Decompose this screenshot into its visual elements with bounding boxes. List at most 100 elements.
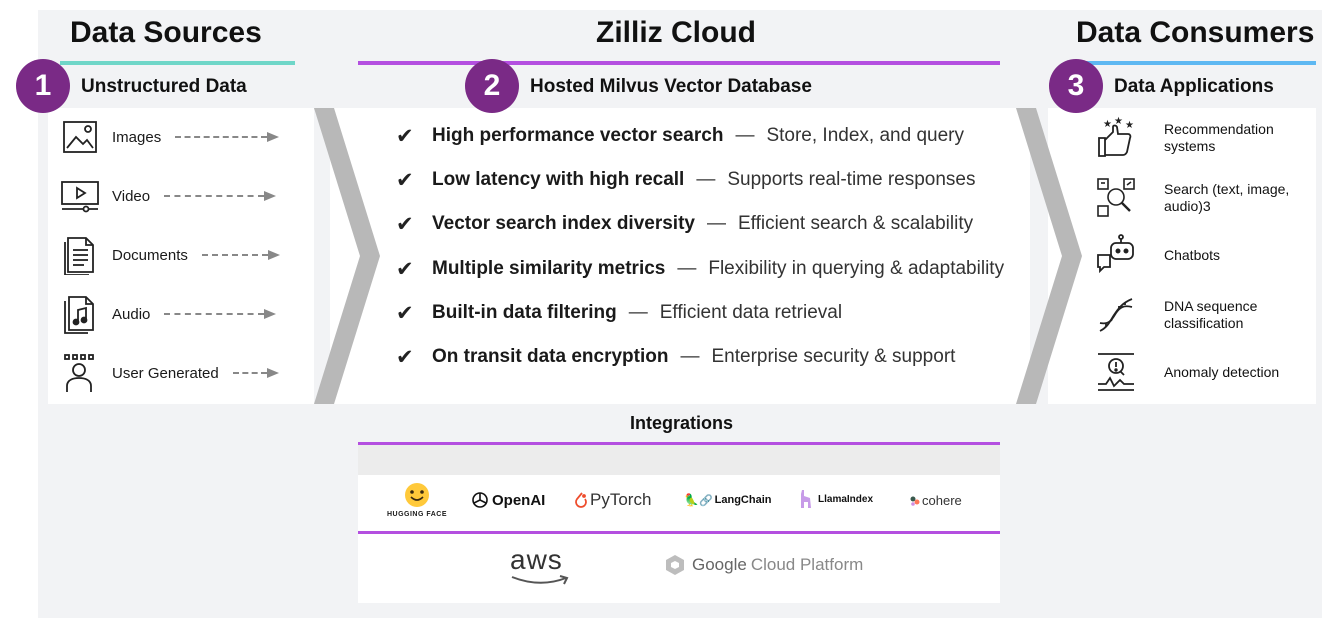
applications-panel: [1048, 108, 1316, 404]
aws-text: aws: [510, 544, 563, 575]
video-icon: [60, 176, 100, 216]
app-anomaly: Anomaly detection: [1094, 350, 1314, 394]
em-dash: —: [696, 169, 716, 190]
source-label: Audio: [112, 305, 151, 323]
header-rule-sources: [60, 61, 295, 65]
source-video: Video: [60, 176, 277, 216]
integrations-rule-middle: [358, 531, 1000, 534]
integrations-logo-row-1: [358, 475, 1000, 531]
huggingface-logo: HUGGING FACE: [386, 482, 448, 518]
app-recommendation: ★ ★ ★ Recommendation systems: [1094, 116, 1314, 160]
em-dash: —: [680, 346, 700, 367]
anomaly-icon: [1094, 350, 1138, 394]
dashed-arrow: [164, 309, 277, 319]
features-panel: [330, 108, 1030, 404]
huggingface-text: HUGGING FACE: [386, 511, 448, 518]
source-documents: Documents: [60, 235, 280, 275]
openai-icon: [472, 492, 488, 508]
chevron-arrow-left: [314, 108, 380, 404]
feature-item: ✔ Low latency with high recall — Support…: [396, 166, 976, 194]
feature-desc: Efficient search & scalability: [737, 213, 974, 234]
checkmark-icon: ✔: [396, 168, 414, 192]
feature-item: ✔ Multiple similarity metrics — Flexibil…: [396, 255, 1004, 283]
header-data-consumers: Data Consumers: [1076, 16, 1315, 49]
audio-file-icon: [60, 294, 100, 334]
cohere-text: cohere: [922, 493, 962, 508]
feature-title: Low latency with high recall: [432, 169, 685, 190]
feature-title: High performance vector search: [432, 125, 724, 146]
chain-link-icon: 🔗: [698, 494, 713, 507]
app-search: Search (text, image, audio)3: [1094, 176, 1314, 220]
llama-icon: [801, 490, 811, 508]
source-images: Images: [60, 117, 280, 157]
cohere-logo: cohere: [910, 493, 962, 508]
svg-text:★: ★: [1103, 119, 1112, 130]
openai-text: OpenAI: [492, 491, 546, 509]
feature-desc: Flexibility in querying & adaptability: [708, 258, 1005, 279]
feature-item: ✔ Vector search index diversity — Effici…: [396, 210, 973, 238]
app-label: Search (text, image, audio)3: [1164, 181, 1290, 214]
section-data-applications: Data Applications: [1114, 76, 1274, 97]
app-label: DNA sequence classification: [1164, 298, 1258, 331]
feature-title: Built-in data filtering: [432, 302, 617, 323]
dna-icon: [1094, 293, 1138, 337]
document-icon: [60, 235, 100, 275]
header-zilliz-cloud: Zilliz Cloud: [596, 16, 756, 49]
app-chatbots: Chatbots: [1094, 233, 1314, 277]
checkmark-icon: ✔: [396, 345, 414, 369]
huggingface-icon: [405, 483, 429, 507]
checkmark-icon: ✔: [396, 124, 414, 148]
badge-3: 3: [1049, 59, 1103, 113]
feature-item: ✔ Built-in data filtering — Efficient da…: [396, 299, 842, 327]
em-dash: —: [677, 258, 697, 279]
integrations-title: Integrations: [630, 413, 734, 433]
langchain-text: LangChain: [714, 494, 772, 506]
user-icon: [60, 353, 100, 393]
section-hosted-milvus: Hosted Milvus Vector Database: [530, 76, 812, 97]
pytorch-text: PyTorch: [590, 490, 652, 509]
cohere-icon: [910, 496, 920, 506]
dashed-arrow: [164, 191, 277, 201]
checkmark-icon: ✔: [396, 301, 414, 325]
feature-title: Multiple similarity metrics: [432, 258, 666, 279]
feature-desc: Store, Index, and query: [766, 125, 964, 146]
svg-text:★: ★: [1114, 116, 1123, 127]
feature-desc: Enterprise security & support: [711, 346, 956, 367]
app-label: Anomaly detection: [1164, 363, 1280, 380]
source-label: Images: [112, 128, 162, 146]
badge-2: 2: [465, 59, 519, 113]
pytorch-icon: [575, 492, 587, 508]
feature-title: Vector search index diversity: [432, 213, 695, 234]
pytorch-logo: PyTorch: [574, 490, 651, 510]
svg-text:★: ★: [1125, 120, 1134, 131]
section-unstructured-data: Unstructured Data: [81, 76, 247, 97]
source-label: User Generated: [112, 364, 219, 382]
badge-1: 1: [16, 59, 70, 113]
header-rule-cloud: [358, 61, 1000, 65]
llamaindex-text: LlamaIndex: [818, 493, 874, 505]
source-audio: Audio: [60, 294, 277, 334]
feature-item: ✔ On transit data encryption — Enterpris…: [396, 343, 955, 371]
app-dna: DNA sequence classification: [1094, 293, 1314, 337]
chatbot-icon: [1094, 233, 1138, 277]
source-label: Documents: [112, 246, 188, 264]
checkmark-icon: ✔: [396, 212, 414, 236]
app-label: Chatbots: [1164, 246, 1221, 263]
image-icon: [60, 117, 100, 157]
openai-logo: OpenAI: [470, 490, 545, 510]
llamaindex-logo: LlamaIndex: [798, 488, 873, 510]
google-cloud-platform-logo: Google Cloud Platform: [664, 554, 863, 576]
integrations-strip: [358, 445, 1000, 475]
em-dash: —: [706, 213, 726, 234]
feature-desc: Supports real-time responses: [727, 169, 976, 190]
header-rule-consumers: [1076, 61, 1316, 65]
chevron-arrow-right: [1016, 108, 1082, 404]
dashed-arrow: [232, 368, 279, 378]
header-data-sources: Data Sources: [70, 16, 262, 49]
app-label: Recommendation systems: [1164, 121, 1274, 154]
parrot-icon: 🦜: [684, 493, 699, 507]
em-dash: —: [628, 302, 648, 323]
feature-desc: Efficient data retrieval: [659, 302, 843, 323]
thumbs-up-stars-icon: ★ ★ ★: [1094, 116, 1138, 160]
gcp-google-text: Google: [692, 555, 747, 574]
